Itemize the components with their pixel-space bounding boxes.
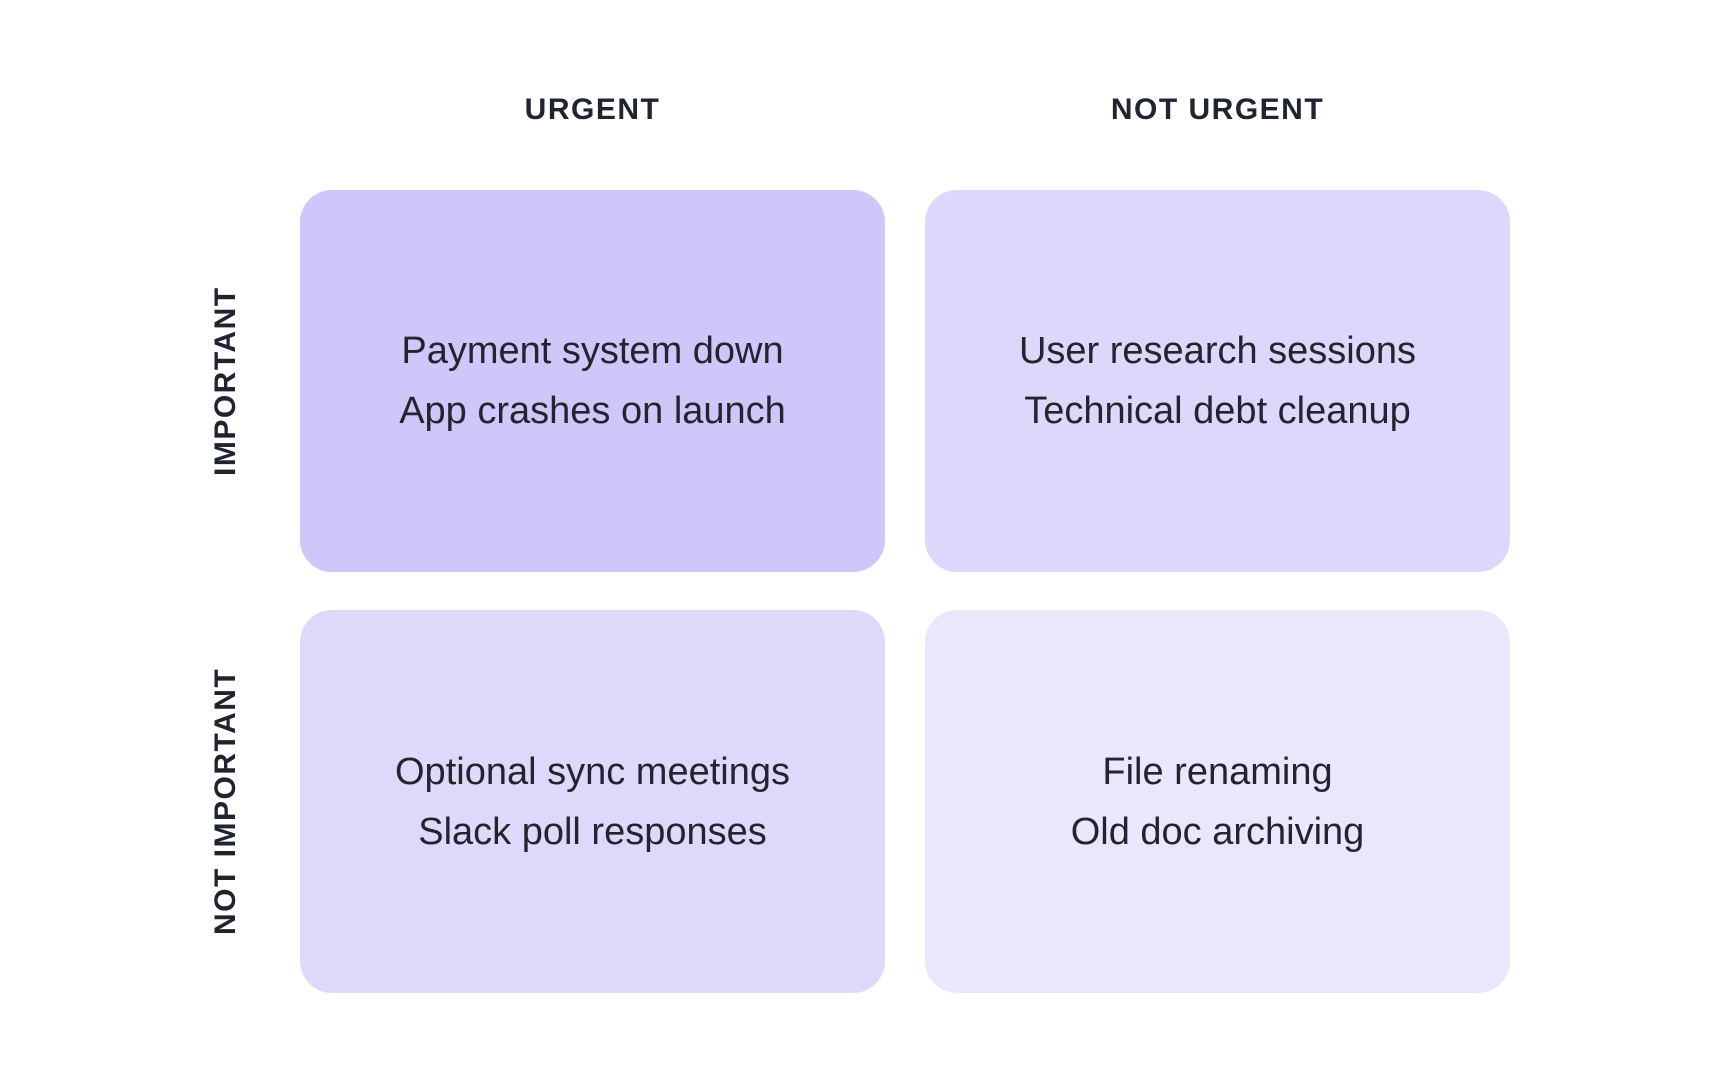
row-header-important: IMPORTANT [209, 286, 242, 476]
column-header-not-urgent: NOT URGENT [1110, 93, 1325, 126]
quadrant-not-urgent-important: User research sessions Technical debt cl… [925, 190, 1510, 572]
quadrant-item: Slack poll responses [418, 810, 767, 853]
quadrant-item: Optional sync meetings [395, 750, 790, 793]
quadrant-item: Technical debt cleanup [1024, 390, 1411, 432]
quadrant-item: File renaming [1102, 750, 1333, 793]
quadrant-item: Old doc archiving [1070, 810, 1365, 853]
quadrant-item: User research sessions [1018, 330, 1417, 372]
quadrant-urgent-important: Payment system down App crashes on launc… [300, 190, 885, 572]
quadrant-item: Payment system down [401, 330, 784, 372]
quadrant-urgent-not-important: Optional sync meetings Slack poll respon… [300, 610, 885, 993]
quadrant-item: App crashes on launch [399, 390, 786, 432]
row-header-not-important: NOT IMPORTANT [209, 667, 242, 936]
quadrant-not-urgent-not-important: File renaming Old doc archiving [925, 610, 1510, 993]
column-header-urgent: URGENT [524, 93, 661, 126]
